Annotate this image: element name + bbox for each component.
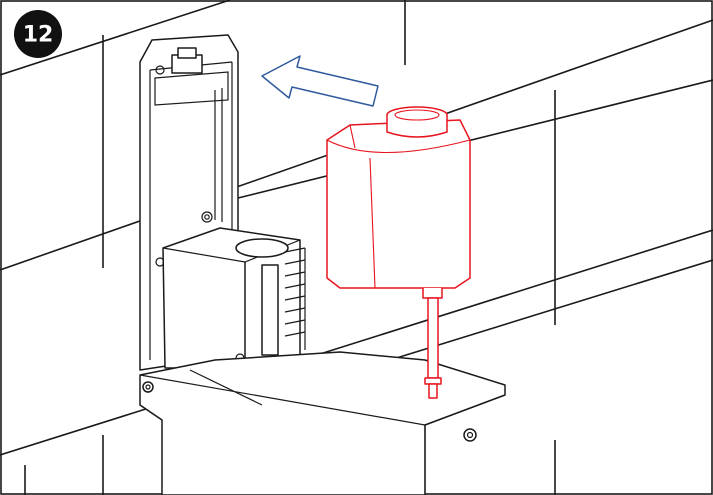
dispenser-cabinet (139, 351, 506, 495)
step-badge: 12 (14, 10, 62, 58)
step-number: 12 (23, 23, 54, 48)
pump-holder (162, 227, 306, 369)
direction-arrow (261, 55, 379, 107)
step-badge-circle (14, 10, 62, 58)
refill-cartridge (326, 106, 471, 399)
